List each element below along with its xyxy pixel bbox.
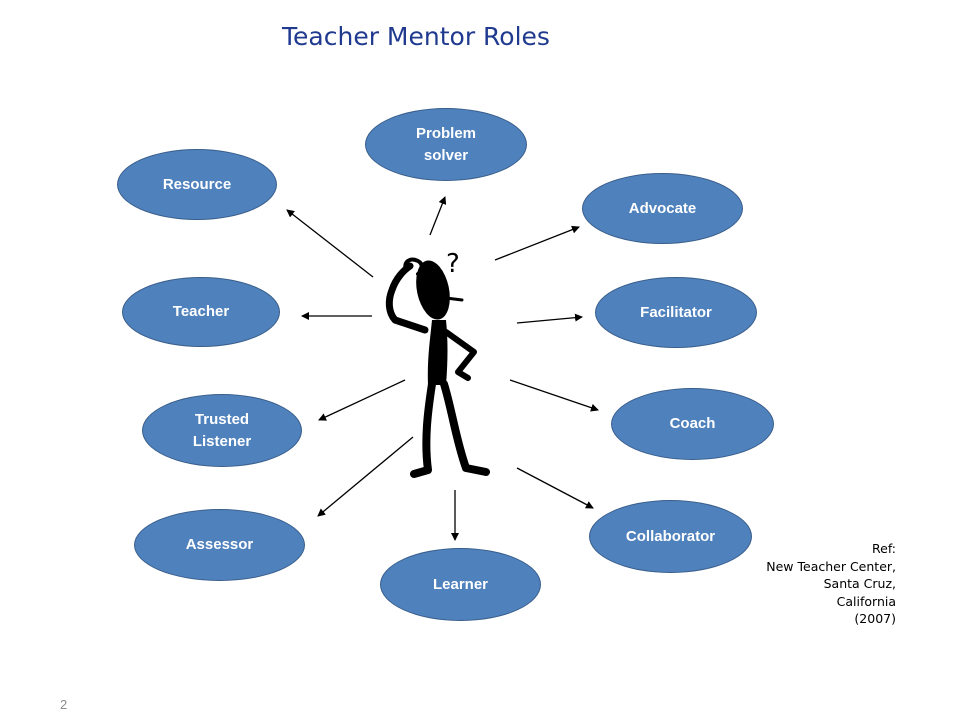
- figure-hip-arm: [443, 329, 477, 381]
- reference-line: New Teacher Center,: [766, 558, 896, 574]
- arrow-to-collaborator: [516, 467, 594, 509]
- role-resource-label: Resource: [162, 175, 232, 193]
- figure-body: [427, 320, 448, 385]
- figure-scratching-arm: [385, 262, 429, 334]
- arrow-to-problem-solver: [429, 196, 447, 236]
- figure-left-leg: [410, 380, 436, 478]
- role-trusted-listener-label: Trusted Listener: [192, 410, 252, 450]
- reference-note: Ref: New Teacher Center, Santa Cruz, Cal…: [720, 540, 896, 628]
- role-advocate: Advocate: [582, 173, 743, 244]
- role-coach: Coach: [611, 388, 774, 460]
- arrow-to-facilitator: [516, 313, 583, 324]
- thinking-stick-figure: ?: [385, 249, 490, 478]
- reference-line: (2007): [854, 611, 896, 626]
- reference-line: Ref:: [872, 541, 896, 556]
- arrow-to-coach: [509, 379, 599, 412]
- reference-line: Santa Cruz,: [823, 576, 896, 591]
- role-advocate-label: Advocate: [628, 199, 697, 217]
- figure-right-leg: [440, 380, 490, 476]
- role-resource: Resource: [117, 149, 277, 220]
- role-facilitator: Facilitator: [595, 277, 757, 348]
- role-teacher-label: Teacher: [172, 303, 230, 320]
- arrow-to-resource: [286, 209, 374, 278]
- arrow-to-assessor: [317, 436, 414, 517]
- arrow-to-advocate: [494, 225, 580, 261]
- slide-title: Teacher Mentor Roles: [282, 22, 550, 51]
- arrow-to-trusted-listener: [318, 379, 406, 421]
- role-teacher: Teacher: [122, 277, 280, 347]
- figure-question-mark: ?: [446, 249, 460, 279]
- role-facilitator-label: Facilitator: [640, 303, 712, 321]
- page-number: 2: [60, 697, 68, 712]
- figure-nose: [444, 296, 464, 302]
- role-learner-label: Learner: [432, 575, 489, 593]
- role-problem-solver: Problem solver: [365, 108, 527, 181]
- role-collaborator: Collaborator: [589, 500, 752, 573]
- role-trusted-listener: Trusted Listener: [142, 394, 302, 467]
- figure-scratching-hand: [403, 257, 424, 276]
- role-problem-solver-label: Problem solver: [415, 124, 476, 164]
- role-assessor: Assessor: [134, 509, 305, 581]
- figure-head: [416, 260, 450, 320]
- role-assessor-label: Assessor: [185, 536, 254, 553]
- role-coach-label: Coach: [669, 415, 716, 432]
- connector-arrows: [286, 196, 599, 541]
- role-collaborator-label: Collaborator: [625, 527, 716, 545]
- reference-line: California: [836, 593, 896, 609]
- role-learner: Learner: [380, 548, 541, 621]
